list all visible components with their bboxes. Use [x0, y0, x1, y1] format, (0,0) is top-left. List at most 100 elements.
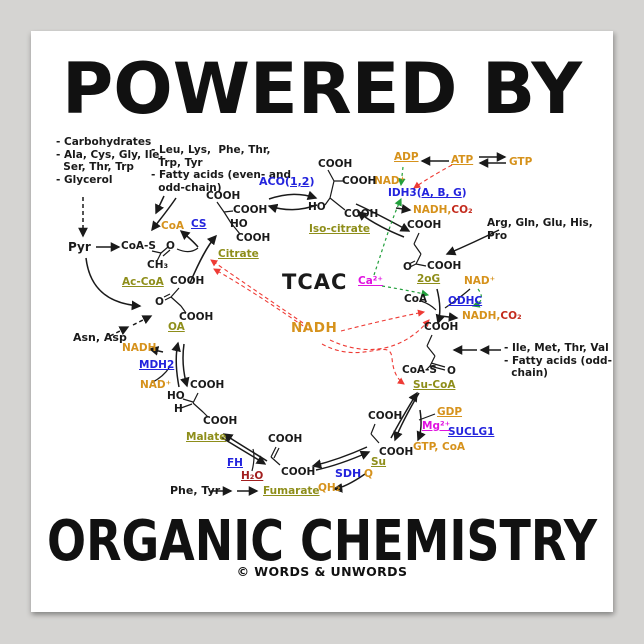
- enzyme-idh3: IDH3(A, B, G): [388, 187, 467, 200]
- bonds-oxaloacetate: [163, 287, 187, 314]
- arrow-oa-accoa-to-citrate: [189, 234, 217, 284]
- bonds-fumarate: [270, 446, 281, 466]
- bonds-isocitrate: [324, 169, 346, 211]
- label-pyruvate: Pyr: [68, 240, 91, 254]
- bonds-sucoa: [425, 334, 446, 371]
- enzyme-odhc: ODHC: [448, 295, 483, 307]
- arrow-q-to-qh2: [332, 473, 366, 493]
- enzyme-aco: ACO(1,2): [259, 175, 315, 188]
- struct-cooh-malate-bottom: COOH: [203, 415, 238, 427]
- cycle-reaction-arrows: [85, 152, 507, 496]
- struct-ch3-acetyl: CH₃: [147, 259, 169, 271]
- bond-lines: [150, 169, 471, 472]
- arrow-coa-release: [179, 230, 199, 248]
- cofactor-coa-odhc: CoA: [404, 293, 428, 305]
- struct-ho-citrate: HO: [230, 218, 248, 230]
- struct-coas-acetyl: CoA-S: [121, 240, 156, 252]
- struct-ho-malate: HO: [167, 390, 185, 402]
- inhibit-nadh-odhc-2: [329, 319, 430, 351]
- arrow-pyr-to-oa: [85, 257, 142, 311]
- enzyme-fh: FH: [227, 457, 243, 469]
- enzyme-aco-isoforms: 1,2: [289, 175, 310, 188]
- input-aminoacids-sucoa: - Ile, Met, Thr, Val - Fatty acids (odd-…: [504, 342, 612, 380]
- title-bottom-art: ORGANIC CHEMISTRY: [47, 513, 598, 571]
- label-2-oxoglutarate: 2oG: [417, 273, 441, 285]
- struct-cooh-oa-top: COOH: [170, 275, 205, 287]
- bonds-acetyl: [151, 246, 199, 262]
- product-gtp-coa: GTP, CoA: [413, 441, 466, 453]
- inhibit-nadh-odhc-1: [340, 309, 426, 332]
- struct-cooh-2og-top: COOH: [407, 219, 442, 231]
- arrow-succinate-fumarate-rev: [315, 450, 371, 471]
- struct-cooh-fumarate-top: COOH: [268, 433, 303, 445]
- ion-magnesium: Mg²⁺: [422, 420, 451, 432]
- cycle-title: TCAC: [282, 270, 348, 294]
- poster-sheet: POWERED BY ORGANIC CHEMISTRY © WORDS & U…: [31, 31, 613, 612]
- enzyme-idh3-isoforms: A, B, G: [421, 187, 462, 199]
- activate-ca-odhc: [381, 285, 430, 298]
- input-aminoacids-oa: Asn, Asp: [73, 331, 127, 344]
- inhibit-nadh-citrate-1: [210, 259, 304, 324]
- product-co2: CO₂: [451, 204, 473, 216]
- label-succinate: Su: [371, 456, 387, 468]
- bonds-succinate: [370, 423, 380, 444]
- label-fumarate: Fumarate: [263, 485, 320, 497]
- enzyme-mdh2: MDH2: [139, 359, 175, 371]
- arrow-fumarate-malate-rev: [220, 436, 267, 465]
- inhibit-nadh-sucoa: [321, 343, 405, 385]
- product-co2: CO₂: [500, 310, 522, 322]
- cofactor-nad-idh3: NAD⁺: [374, 175, 406, 187]
- label-malate: Malate: [186, 431, 227, 443]
- enzyme-sdh: SDH: [335, 467, 362, 480]
- arrow-idh-products: [395, 204, 412, 214]
- struct-o-acetyl: O: [166, 240, 175, 252]
- arrow-odhc-products: [440, 312, 459, 322]
- cofactor-nad-odhc: NAD⁺: [464, 275, 496, 287]
- arrow-citrate-isocitrate-rev: [267, 203, 318, 214]
- arrow-asn-to-oa-1: [109, 326, 130, 337]
- product-nadh-co2-odhc: NADH,CO₂: [462, 310, 522, 323]
- credit-line: © WORDS & UNWORDS: [236, 564, 408, 579]
- cofactor-feed-lines: [150, 288, 471, 472]
- cofactor-h2o: H₂O: [241, 470, 264, 482]
- activation-arrows: [373, 166, 483, 308]
- arrow-asn-to-oa-2: [132, 315, 153, 326]
- struct-cooh-citrate-bottom: COOH: [236, 232, 271, 244]
- cofactor-adp: ADP: [394, 151, 419, 163]
- struct-cooh-citrate-top: COOH: [206, 190, 241, 202]
- input-carbohydrates: - Carbohydrates - Ala, Cys, Gly, Ile, Se…: [56, 136, 164, 186]
- arrow-2og-to-sucoa: [435, 288, 446, 325]
- arrow-mdh-nadh-out: [148, 346, 164, 356]
- activate-nad-odhc: [471, 288, 483, 308]
- title-bottom: ORGANIC CHEMISTRY: [47, 513, 598, 571]
- arrow-succinate-fumarate-fwd: [311, 446, 368, 469]
- arrow-aminoacids-to-accoa-2: [151, 197, 177, 232]
- arrow-isocitrate-2og-rev: [356, 211, 405, 238]
- arrow-citrate-isocitrate-fwd: [268, 190, 318, 201]
- ion-calcium: Ca²⁺: [358, 275, 383, 287]
- struct-o-2og: O: [403, 261, 412, 273]
- struct-cooh-succinate-top: COOH: [368, 410, 403, 422]
- struct-h-malate: H: [174, 403, 183, 415]
- struct-cooh-2og-bottom: COOH: [427, 260, 462, 272]
- cofactor-gdp: GDP: [437, 406, 463, 418]
- product-nadh: NADH,: [413, 204, 452, 216]
- struct-cooh-iso-mid: COOH: [342, 175, 377, 187]
- enzyme-cs: CS: [191, 218, 207, 230]
- nadh-hub-label: NADH: [291, 320, 338, 336]
- arrow-sucoa-succinate-rev: [390, 391, 418, 439]
- struct-ho-iso: HO: [308, 201, 326, 213]
- cofactor-atp: ATP: [451, 154, 474, 166]
- struct-cooh-succinate-bottom: COOH: [379, 446, 414, 458]
- bonds-2og: [408, 232, 427, 268]
- struct-o-oa: O: [155, 296, 164, 308]
- product-nadh-co2-idh3: NADH,CO₂: [413, 204, 473, 217]
- arrow-aminoacids-to-accoa-1: [155, 195, 165, 215]
- struct-cooh-fumarate-bottom: COOH: [281, 466, 316, 478]
- enzyme-aco-suffix: ): [309, 175, 315, 188]
- struct-cooh-citrate-mid: COOH: [233, 204, 268, 216]
- label-acetyl-coa: Ac-CoA: [122, 276, 164, 288]
